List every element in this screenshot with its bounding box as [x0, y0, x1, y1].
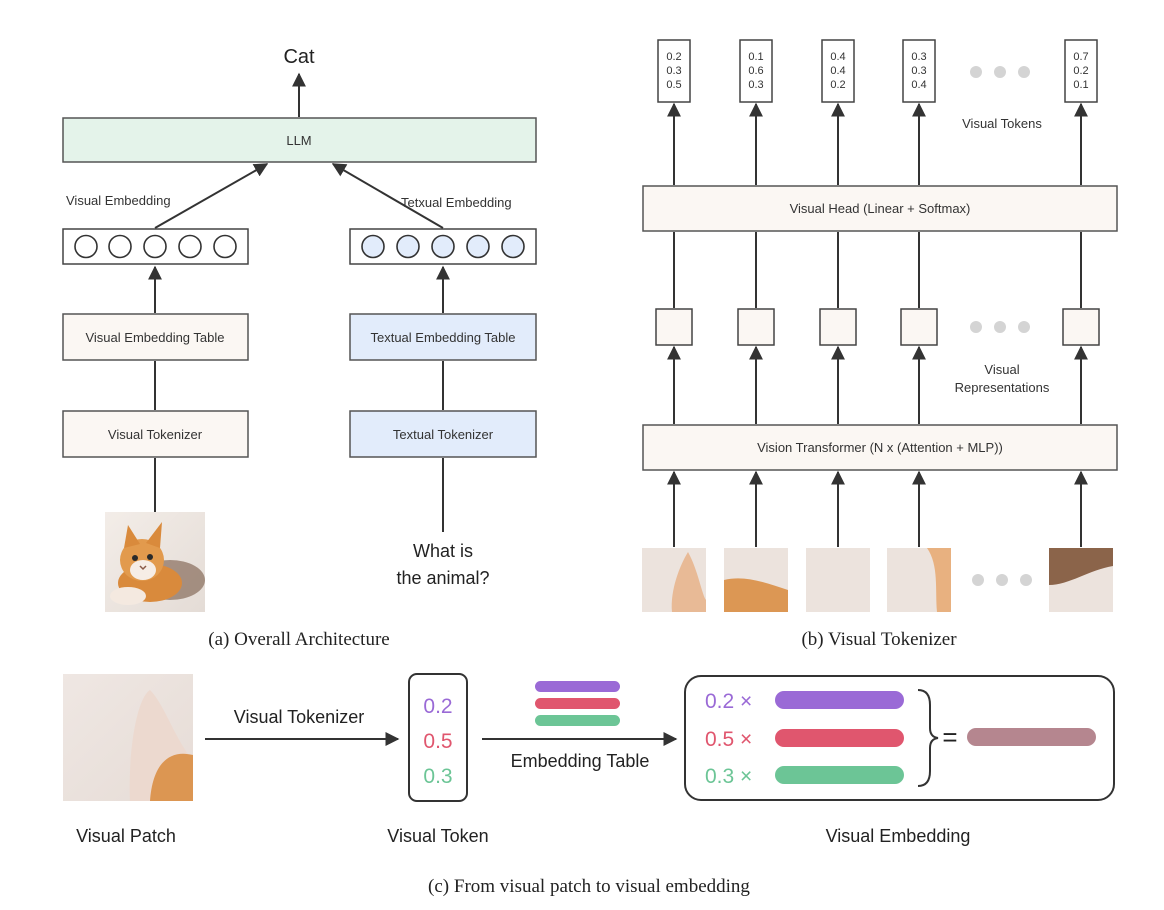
textual-tokenizer-label: Textual Tokenizer	[393, 427, 494, 442]
visual-patch-label: Visual Patch	[76, 826, 176, 846]
ellipsis-dots-repr	[970, 321, 1030, 333]
token-value: 0.2	[1073, 65, 1088, 77]
embedding-table-label: Embedding Table	[511, 751, 650, 771]
token-value: 0.3	[911, 65, 926, 77]
textual-embedding-table-box	[349, 313, 537, 361]
visual-embedding-label: Visual Embedding	[66, 193, 171, 208]
tokenizer-arrow-label: Visual Tokenizer	[234, 707, 364, 727]
token-value: 0.1	[748, 51, 763, 63]
visual-token-4: 0.3 0.3 0.4	[902, 39, 936, 103]
visual-token-5: 0.7 0.2 0.1	[1064, 39, 1098, 103]
llm-label: LLM	[286, 133, 311, 148]
embedding-table-bars	[535, 681, 620, 726]
token-value: 0.4	[911, 79, 926, 91]
visual-tokens-label: Visual Tokens	[962, 116, 1042, 131]
textual-embedding-arrow	[331, 163, 444, 229]
weight-1: 0.2 ×	[705, 690, 752, 713]
output-label: Cat	[283, 46, 315, 68]
question-line-1: What is	[413, 541, 473, 561]
panel-c: Visual Patch Visual Tokenizer 0.2 0.5 0.…	[63, 673, 1115, 897]
vision-transformer-label: Vision Transformer (N x (Attention + MLP…	[757, 440, 1003, 455]
representation-box	[900, 308, 938, 346]
token-box	[739, 39, 773, 103]
token-box	[821, 39, 855, 103]
visual-tokenizer-box	[62, 410, 249, 458]
embedding-bar-red	[775, 729, 904, 747]
token-value-3: 0.3	[423, 765, 452, 788]
visual-tokenizer-label: Visual Tokenizer	[108, 427, 203, 442]
image-patches	[642, 548, 1113, 612]
caption-b: (b) Visual Tokenizer	[801, 629, 957, 650]
ellipsis-dots-patches	[972, 574, 1032, 586]
cat-photo-icon	[105, 512, 205, 612]
representation-box	[737, 308, 775, 346]
image-patch-4	[887, 548, 951, 612]
visual-embedding-result-label: Visual Embedding	[826, 826, 971, 846]
token-value: 0.1	[1073, 79, 1088, 91]
embedding-bar-purple	[775, 691, 904, 709]
textual-embedding-label: Tetxual Embedding	[401, 195, 512, 210]
visual-repr-line-1: Visual	[984, 362, 1019, 377]
panel-b: 0.20.30.50.10.60.30.40.40.20.30.30.40.70…	[642, 39, 1118, 650]
token-box	[902, 39, 936, 103]
image-patch-5	[1049, 548, 1113, 612]
visual-patch-image	[63, 674, 193, 801]
visual-token-box	[408, 673, 468, 802]
representation-box	[1062, 308, 1100, 346]
weight-3: 0.3 ×	[705, 765, 752, 788]
token-value: 0.4	[830, 51, 845, 63]
visual-embedding-table-label: Visual Embedding Table	[85, 330, 224, 345]
visual-embedding-circles	[74, 234, 237, 259]
token-value: 0.2	[830, 79, 845, 91]
representation-box	[655, 308, 693, 346]
visual-head-label: Visual Head (Linear + Softmax)	[790, 201, 971, 216]
token-value: 0.4	[830, 65, 845, 77]
token-value: 0.3	[748, 79, 763, 91]
panel-a: Cat LLM Visual Embedding Tetxual Embeddi…	[62, 46, 537, 650]
vision-transformer-box	[642, 424, 1118, 471]
token-value: 0.2	[666, 51, 681, 63]
image-patch-1	[642, 548, 706, 612]
token-box	[657, 39, 691, 103]
llm-box	[62, 117, 537, 163]
token-value: 0.5	[666, 79, 681, 91]
embedding-bar-green	[775, 766, 904, 784]
caption-c: (c) From visual patch to visual embeddin…	[428, 876, 750, 897]
weight-2: 0.5 ×	[705, 728, 752, 751]
equals-sign: =	[942, 722, 957, 752]
visual-embedding-table-box	[62, 313, 249, 361]
token-value: 0.6	[748, 65, 763, 77]
representation-boxes	[655, 308, 1100, 346]
image-patch-2	[724, 548, 788, 612]
token-value: 0.3	[666, 65, 681, 77]
caption-a: (a) Overall Architecture	[208, 629, 389, 650]
right-brace	[917, 689, 939, 787]
visual-token-1: 0.2 0.3 0.5	[657, 39, 691, 103]
image-patch-3	[806, 548, 870, 612]
ellipsis-dots-tokens	[970, 66, 1030, 78]
panel-b-connectors	[667, 102, 1088, 547]
visual-repr-line-2: Representations	[955, 380, 1050, 395]
token-value: 0.7	[1073, 51, 1088, 63]
representation-box	[819, 308, 857, 346]
visual-token-3: 0.4 0.4 0.2	[821, 39, 855, 103]
token-value: 0.3	[911, 51, 926, 63]
visual-token-2: 0.1 0.6 0.3	[739, 39, 773, 103]
token-value-1: 0.2	[423, 695, 452, 718]
question-line-2: the animal?	[396, 568, 489, 588]
token-box	[1064, 39, 1098, 103]
visual-tokens: 0.20.30.50.10.60.30.40.40.20.30.30.40.70…	[657, 39, 1098, 103]
visual-embedding-arrow	[154, 163, 269, 229]
combined-embedding-bar	[967, 728, 1096, 746]
visual-token-label: Visual Token	[387, 826, 488, 846]
visual-head-box	[642, 185, 1118, 232]
textual-embedding-circles	[361, 234, 525, 259]
token-value-2: 0.5	[423, 730, 452, 753]
textual-embedding-table-label: Textual Embedding Table	[370, 330, 515, 345]
textual-tokenizer-box	[349, 410, 537, 458]
